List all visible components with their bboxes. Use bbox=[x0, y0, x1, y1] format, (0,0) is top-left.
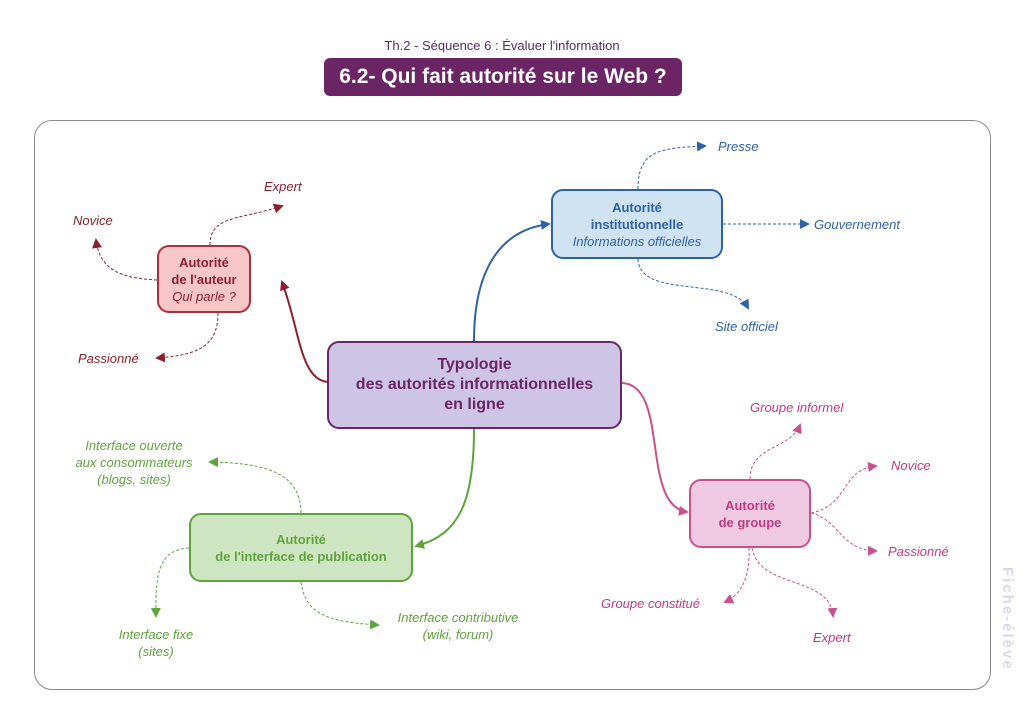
link-central-institutionnelle bbox=[473, 220, 551, 342]
leaf-groupe-passionne: Passionné bbox=[888, 544, 949, 559]
auteur-subtitle: Qui parle ? bbox=[172, 288, 236, 304]
interface-title2: de l'interface de publication bbox=[215, 548, 387, 564]
leaf-groupe-informel: Groupe informel bbox=[750, 400, 844, 415]
groupe-title2: de groupe bbox=[718, 514, 782, 530]
leaf-groupe-constitue: Groupe constitué bbox=[601, 596, 701, 611]
diagram-frame bbox=[34, 120, 991, 690]
leaf-interface-contributive-line1: Interface contributive bbox=[397, 610, 519, 625]
leaf-interface-ouverte-line3: (blogs, sites) bbox=[97, 472, 171, 487]
link-central-groupe bbox=[621, 382, 689, 516]
link-groupe-novice bbox=[810, 461, 878, 514]
side-label: Fiche-élève bbox=[999, 567, 1016, 671]
link-groupe-expert bbox=[751, 547, 838, 618]
link-inst-site-officiel bbox=[637, 258, 749, 310]
leaf-inst-presse: Presse bbox=[718, 139, 759, 154]
inst-title1: Autorité bbox=[612, 199, 662, 215]
central-line1: Typologie bbox=[437, 356, 512, 373]
leaf-groupe-expert: Expert bbox=[813, 630, 851, 645]
link-inst-presse bbox=[637, 141, 707, 190]
auteur-title1: Autorité bbox=[179, 254, 229, 270]
node-autorite-groupe: Autorité de groupe bbox=[689, 479, 811, 548]
central-line2: des autorités informationnelles bbox=[355, 376, 594, 393]
groupe-title1: Autorité bbox=[725, 497, 775, 513]
link-auteur-passionne bbox=[155, 312, 219, 363]
leaf-auteur-passionne: Passionné bbox=[78, 351, 139, 366]
node-autorite-interface: Autorité de l'interface de publication bbox=[189, 513, 413, 582]
link-interface-contributive bbox=[300, 581, 380, 630]
link-interface-ouverte bbox=[208, 457, 302, 514]
leaf-interface-contributive-line2: (wiki, forum) bbox=[422, 627, 494, 642]
leaf-auteur-novice: Novice bbox=[73, 213, 113, 228]
leaf-interface-fixe-line2: (sites) bbox=[138, 644, 174, 659]
link-central-interface bbox=[414, 428, 475, 549]
leaf-inst-gouvernement: Gouvernement bbox=[814, 217, 900, 232]
link-groupe-informel bbox=[749, 423, 802, 480]
leaf-inst-site-officiel: Site officiel bbox=[715, 319, 778, 334]
leaf-interface-fixe-line1: Interface fixe bbox=[118, 627, 194, 642]
link-groupe-passionne bbox=[810, 512, 878, 556]
leaf-auteur-expert: Expert bbox=[264, 179, 302, 194]
interface-title1: Autorité bbox=[276, 531, 326, 547]
leaf-interface-ouverte-line1: Interface ouverte bbox=[85, 438, 183, 453]
node-autorite-auteur: Autorité de l'auteur Qui parle ? bbox=[157, 245, 251, 313]
central-node: Typologie des autorités informationnelle… bbox=[327, 341, 622, 429]
leaf-interface-fixe: Interface fixe (sites) bbox=[108, 626, 204, 660]
leaf-interface-contributive: Interface contributive (wiki, forum) bbox=[385, 609, 531, 643]
leaf-groupe-novice: Novice bbox=[891, 458, 931, 473]
inst-title2: institutionnelle bbox=[590, 216, 684, 232]
central-line3: en ligne bbox=[444, 396, 505, 413]
auteur-title2: de l'auteur bbox=[171, 271, 237, 287]
link-central-auteur bbox=[280, 280, 329, 383]
node-autorite-institutionnelle: Autorité institutionnelle Informations o… bbox=[551, 189, 723, 259]
leaf-interface-ouverte-line2: aux consommateurs bbox=[75, 455, 193, 470]
sequence-subtitle: Th.2 - Séquence 6 : Évaluer l'informatio… bbox=[384, 38, 620, 53]
link-groupe-constitue bbox=[723, 547, 750, 604]
leaf-interface-ouverte: Interface ouverte aux consommateurs (blo… bbox=[62, 437, 206, 488]
link-auteur-novice bbox=[92, 238, 158, 281]
inst-subtitle: Informations officielles bbox=[572, 233, 702, 249]
page-title: 6.2- Qui fait autorité sur le Web ? bbox=[324, 58, 682, 96]
link-auteur-expert bbox=[209, 203, 284, 246]
link-interface-fixe bbox=[150, 547, 190, 618]
